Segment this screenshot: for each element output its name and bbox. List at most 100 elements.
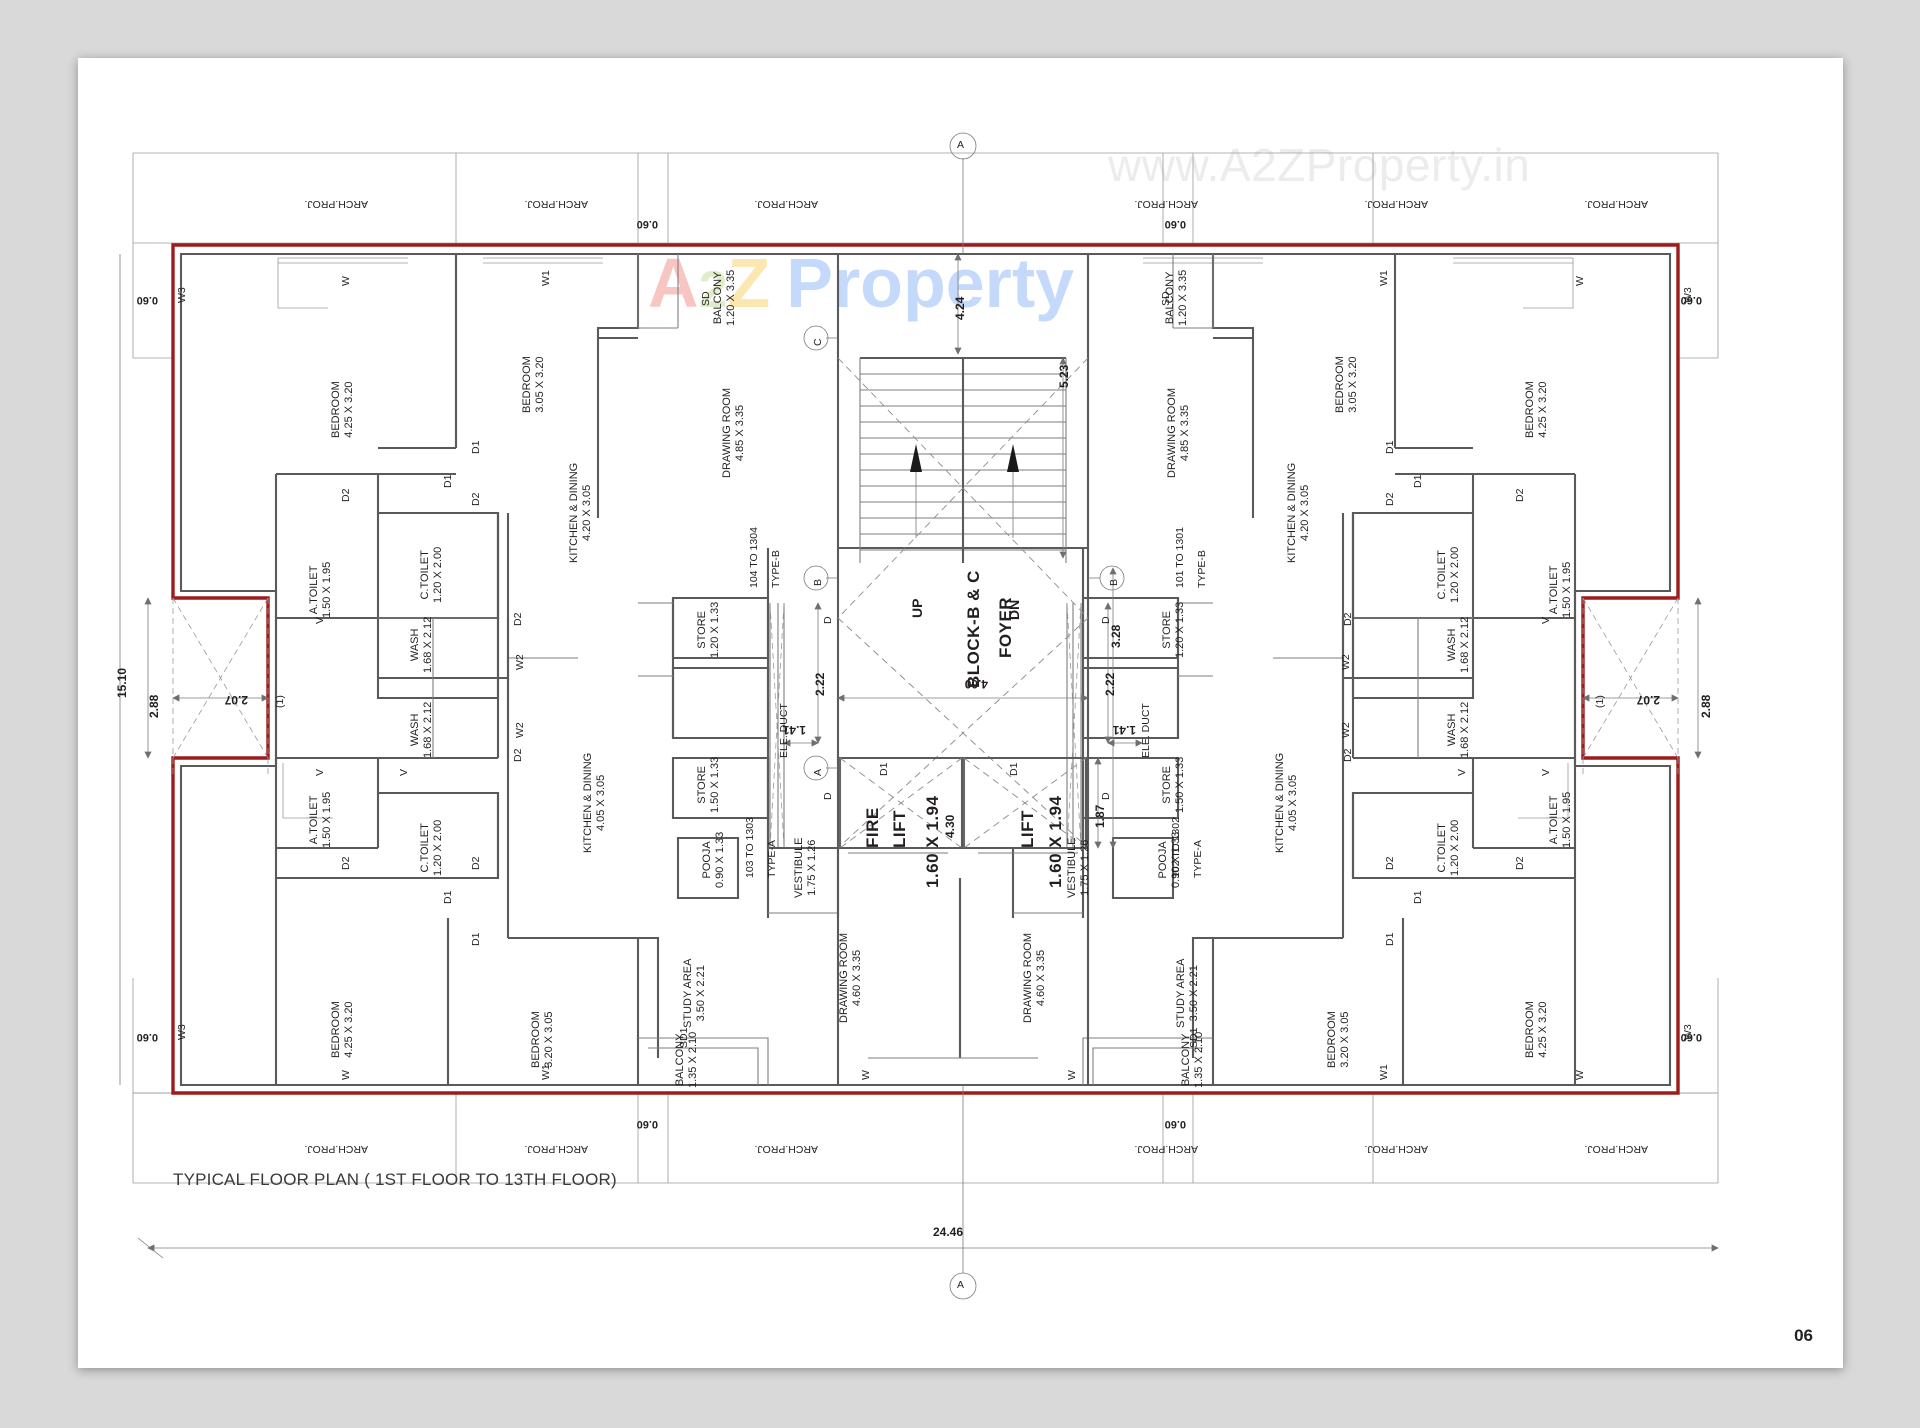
dim-core-stair: 5.23 xyxy=(1057,364,1071,388)
dim-foyer-depth: 3.28 xyxy=(1109,624,1123,648)
room-name: KITCHEN & DINING xyxy=(568,462,580,563)
room-size: 1.20 X 2.00 xyxy=(431,546,444,603)
plan-title: TYPICAL FLOOR PLAN ( 1ST FLOOR TO 13TH F… xyxy=(173,1170,617,1189)
door-d1-bl-2: D1 xyxy=(470,932,482,946)
dim-duct-a-right: 2.22 xyxy=(1103,672,1117,696)
vent-v-tr: V xyxy=(1540,616,1552,624)
room-name: C.TOILET xyxy=(1436,550,1448,600)
arch-proj-bot-4: ARCH.PROJ. xyxy=(1134,1143,1198,1155)
logo-word-property: Property xyxy=(786,244,1075,322)
vent-v-tl: V xyxy=(314,616,326,624)
room-size: 4.05 X 3.05 xyxy=(594,774,607,832)
grid-bubble-a-left: A xyxy=(812,768,824,776)
arch-proj-top-2: ARCH.PROJ. xyxy=(524,198,588,210)
window-w3-br: W3 xyxy=(1682,1024,1694,1040)
room-br-pooja: POOJA 0.90 X 1.33 xyxy=(1157,832,1182,888)
room-name: WASH xyxy=(409,628,421,662)
vent-v-br2: V xyxy=(1456,768,1468,776)
drawing-sheet: www.A2ZProperty.in A2ZProperty .w{stroke… xyxy=(78,58,1843,1368)
room-name: BEDROOM xyxy=(1326,1011,1338,1068)
room-size: 1.20 X 3.35 xyxy=(724,269,737,326)
room-name: DRAWING ROOM xyxy=(838,932,850,1023)
room-br-kitchen: KITCHEN & DINING 4.05 X 3.05 xyxy=(1274,753,1299,853)
door-d2-tl-2: D2 xyxy=(470,492,482,506)
room-tl-balcony: BALCONY 1.20 X 3.35 xyxy=(712,270,737,326)
room-size: 1.20 X 1.33 xyxy=(1173,601,1186,658)
window-w2-tl-1: W2 xyxy=(514,654,526,670)
unit-tag-103-l2: TYPE-A xyxy=(766,840,778,878)
dim-proj-t2: 0.60 xyxy=(1164,218,1186,230)
room-bl-drawing: DRAWING ROOM 4.60 X 3.35 xyxy=(838,933,863,1023)
room-size: 4.25 X 3.20 xyxy=(342,381,355,438)
room-br-store: STORE 1.50 X 1.33 xyxy=(1161,757,1186,813)
door-d1-tr-1: D1 xyxy=(1412,474,1424,488)
door-d-bl: D xyxy=(822,792,834,800)
dim-proj-tl: 0.60 xyxy=(136,294,158,306)
room-size: 4.05 X 3.05 xyxy=(1286,774,1299,832)
slide-sd-tl: SD xyxy=(700,291,712,306)
dim-notch-a-right: 2.88 xyxy=(1699,694,1713,718)
core-block-label: BLOCK-B & C xyxy=(964,570,983,688)
room-tr-wash-2: WASH 1.68 X 2.12 xyxy=(1446,702,1471,758)
dim-notch-a-left: 2.88 xyxy=(147,694,161,718)
room-tr-bedroom-2: BEDROOM 3.05 X 3.20 xyxy=(1334,356,1359,413)
dim-duct-b-right: 1.41 xyxy=(1112,723,1136,737)
room-size: 1.75 X 1.26 xyxy=(805,839,818,896)
room-name: WASH xyxy=(1446,628,1458,662)
room-name: DRAWING ROOM xyxy=(1166,387,1178,478)
room-tr-kitchen: KITCHEN & DINING 4.20 X 3.05 xyxy=(1286,463,1311,563)
window-w2-tr-1: W2 xyxy=(1340,654,1352,670)
room-size: 1.50 X 1.33 xyxy=(708,756,721,813)
room-tr-atoilet: A.TOILET 1.50 X 1.95 xyxy=(1548,562,1573,618)
room-br-bedroom-1: BEDROOM 4.25 X 3.20 xyxy=(1524,1001,1549,1058)
lift-right-name: LIFT xyxy=(1018,810,1037,848)
room-size: 1.68 X 2.12 xyxy=(1458,616,1471,673)
floor-plan-linework: .w{stroke:#5a5a5c;stroke-width:2.1;fill:… xyxy=(119,132,1719,1300)
door-d2-tl-1: D2 xyxy=(340,488,352,502)
dim-proj-b2: 0.60 xyxy=(1164,1118,1186,1130)
room-br-ctoilet: C.TOILET 1.20 X 2.00 xyxy=(1436,820,1461,876)
room-size: 1.20 X 2.00 xyxy=(431,819,444,876)
grid-bubble-1-right: (1) xyxy=(1594,695,1606,708)
vent-v-bl2: V xyxy=(398,768,410,776)
room-size: 3.20 X 3.05 xyxy=(1338,1011,1351,1068)
room-size: 0.90 X 1.33 xyxy=(713,831,726,888)
dim-notch-b-right: 2.07 xyxy=(1636,693,1660,707)
room-name: C.TOILET xyxy=(1436,823,1448,873)
dim-lift-depth: 4.30 xyxy=(943,814,957,838)
room-size: 1.50 X 1.33 xyxy=(1173,756,1186,813)
window-w-bc: W xyxy=(860,1070,872,1080)
dim-lobby: 1.87 xyxy=(1093,804,1107,828)
stair-up-label: UP xyxy=(909,598,925,618)
dim-notch-b-left: 2.07 xyxy=(224,693,248,707)
room-name: A.TOILET xyxy=(1548,795,1560,845)
window-w3-tr: W3 xyxy=(1682,287,1694,303)
room-size: 3.50 X 2.21 xyxy=(694,965,707,1022)
fire-lift-line1: FIRE xyxy=(863,807,882,848)
room-size: 1.68 X 2.12 xyxy=(1458,701,1471,758)
room-tl-kitchen: KITCHEN & DINING 4.20 X 3.05 xyxy=(568,463,593,563)
room-size: 1.20 X 3.35 xyxy=(1176,269,1189,326)
room-bl-vestibule: VESTIBULE 1.75 X 1.26 xyxy=(793,837,818,898)
room-size: 1.20 X 2.00 xyxy=(1448,546,1461,603)
arch-proj-bot-6: ARCH.PROJ. xyxy=(1584,1143,1648,1155)
room-bl-atoilet: A.TOILET 1.50 X 1.95 xyxy=(308,792,333,848)
grid-bubble-b-right: B xyxy=(1108,578,1120,586)
unit-tag-104-l1: 104 TO 1304 xyxy=(748,527,760,588)
window-w1-tr: W1 xyxy=(1378,270,1390,286)
grid-bubble-a-bottom: A xyxy=(957,1279,965,1291)
dim-proj-bl: 0.60 xyxy=(136,1031,158,1043)
ele-duct-left: ELE. DUCT xyxy=(778,703,790,758)
room-tl-wash-2: WASH 1.68 X 2.12 xyxy=(409,702,434,758)
door-d1-br-2: D1 xyxy=(1384,932,1396,946)
room-tl-wash-1: WASH 1.68 X 2.12 xyxy=(409,617,434,673)
room-tl-bedroom-1: BEDROOM 4.25 X 3.20 xyxy=(330,381,355,438)
room-name: KITCHEN & DINING xyxy=(1286,462,1298,563)
room-name: BEDROOM xyxy=(521,356,533,413)
room-name: BEDROOM xyxy=(1334,356,1346,413)
slide-sd-tr: SD xyxy=(1160,291,1172,306)
door-d2-tr-2: D2 xyxy=(1384,492,1396,506)
room-name: BEDROOM xyxy=(1524,381,1536,438)
